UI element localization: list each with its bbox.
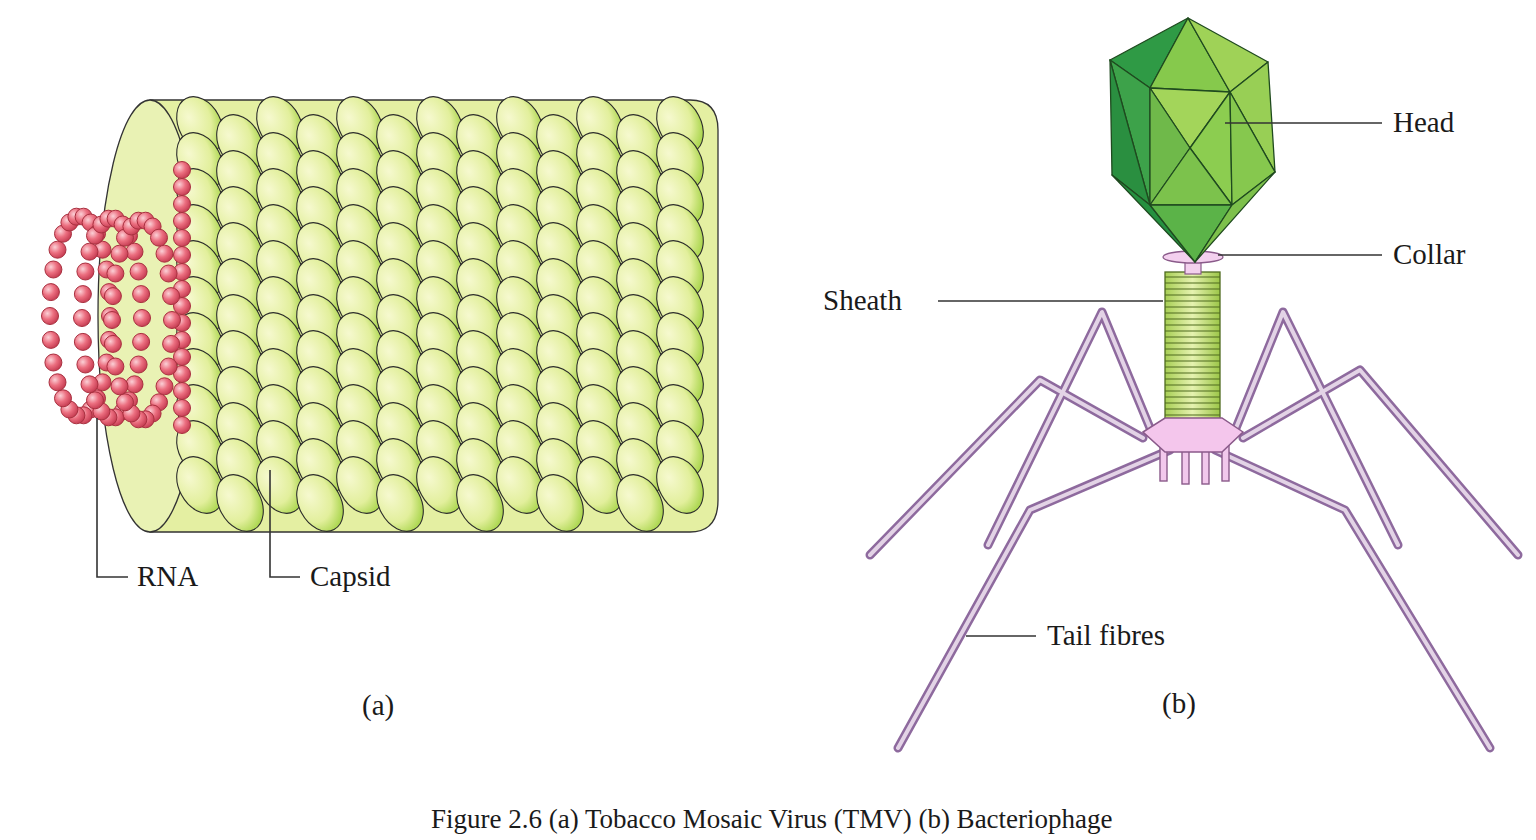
rna-bead bbox=[49, 241, 66, 258]
rna-bead bbox=[42, 284, 59, 301]
rna-bead bbox=[174, 196, 191, 213]
rna-bead bbox=[104, 335, 121, 352]
leader-line bbox=[1225, 122, 1382, 124]
capsomere bbox=[647, 449, 712, 522]
rna-bead bbox=[104, 312, 121, 329]
part-label: Capsid bbox=[310, 561, 391, 593]
rna-bead bbox=[49, 374, 66, 391]
rna-bead bbox=[174, 162, 191, 179]
rna-bead bbox=[87, 392, 104, 409]
leader-line bbox=[966, 635, 1036, 637]
sheath-ring bbox=[1165, 378, 1220, 379]
rna-bead bbox=[134, 310, 151, 327]
leader-line bbox=[1218, 254, 1382, 256]
sheath-ring bbox=[1165, 372, 1220, 373]
sheath-ring bbox=[1165, 330, 1220, 331]
rna-bead bbox=[104, 288, 121, 305]
sheath-ring bbox=[1165, 348, 1220, 349]
sheath-ring bbox=[1165, 402, 1220, 403]
base-plate bbox=[1143, 418, 1243, 484]
sheath-ring bbox=[1165, 396, 1220, 397]
panel-label: (a) bbox=[362, 690, 394, 722]
rna-bead bbox=[74, 333, 91, 350]
part-label: Collar bbox=[1393, 239, 1466, 271]
rna-bead bbox=[130, 356, 147, 373]
sheath-ring bbox=[1165, 306, 1220, 307]
rna-bead bbox=[174, 417, 191, 434]
leader-line bbox=[270, 470, 300, 577]
phage-head bbox=[1110, 18, 1275, 262]
rna-bead bbox=[164, 312, 181, 329]
sheath-ring bbox=[1165, 288, 1220, 289]
rna-bead bbox=[156, 245, 173, 262]
sheath-ring bbox=[1165, 276, 1220, 277]
sheath-ring bbox=[1165, 300, 1220, 301]
panel-label: (b) bbox=[1162, 688, 1196, 720]
sheath-ring bbox=[1165, 336, 1220, 337]
rna-bead bbox=[111, 245, 128, 262]
rna-bead bbox=[77, 356, 94, 373]
rna-bead bbox=[111, 378, 128, 395]
part-label: Tail fibres bbox=[1047, 620, 1165, 652]
rna-bead bbox=[81, 243, 98, 260]
sheath-ring bbox=[1165, 384, 1220, 385]
rna-bead bbox=[174, 179, 191, 196]
rna-bead bbox=[107, 358, 124, 375]
rna-bead bbox=[151, 229, 168, 246]
rna-bead bbox=[42, 331, 59, 348]
sheath-ring bbox=[1165, 390, 1220, 391]
part-label: RNA bbox=[137, 561, 198, 593]
tmv-body bbox=[98, 100, 718, 532]
sheath-ring bbox=[1165, 366, 1220, 367]
rna-strand bbox=[42, 162, 191, 434]
rna-bead bbox=[174, 230, 191, 247]
sheath-ring bbox=[1165, 324, 1220, 325]
rna-bead bbox=[130, 263, 147, 280]
rna-bead bbox=[133, 333, 150, 350]
rna-bead bbox=[174, 383, 191, 400]
sheath-ring bbox=[1165, 312, 1220, 313]
rna-bead bbox=[74, 286, 91, 303]
sheath-ring bbox=[1165, 360, 1220, 361]
rna-bead bbox=[117, 394, 134, 411]
rna-bead bbox=[81, 376, 98, 393]
figure-caption: Figure 2.6 (a) Tobacco Mosaic Virus (TMV… bbox=[431, 805, 1113, 835]
rna-bead bbox=[74, 310, 91, 327]
rna-bead bbox=[160, 358, 177, 375]
sheath-ring bbox=[1165, 342, 1220, 343]
sheath-ring bbox=[1165, 414, 1220, 415]
rna-bead bbox=[45, 261, 62, 278]
sheath-ring bbox=[1165, 294, 1220, 295]
rna-bead bbox=[174, 213, 191, 230]
rna-bead bbox=[55, 390, 72, 407]
rna-bead bbox=[174, 247, 191, 264]
part-label: Sheath bbox=[823, 285, 902, 317]
sheath-ring bbox=[1165, 282, 1220, 283]
leader-lines bbox=[938, 123, 1382, 636]
rna-bead bbox=[163, 335, 180, 352]
rna-bead bbox=[160, 265, 177, 282]
rna-bead bbox=[163, 288, 180, 305]
capsid-cylinder bbox=[150, 100, 718, 532]
rna-bead bbox=[45, 354, 62, 371]
rna-bead bbox=[126, 376, 143, 393]
capsomeres bbox=[167, 89, 712, 540]
leader-line bbox=[938, 300, 1163, 302]
rna-bead bbox=[133, 286, 150, 303]
leader-line bbox=[97, 418, 128, 577]
part-label: Head bbox=[1393, 107, 1454, 139]
sheath-ring bbox=[1165, 354, 1220, 355]
rna-bead bbox=[174, 400, 191, 417]
rna-bead bbox=[156, 378, 173, 395]
tail-sheath bbox=[1165, 272, 1220, 430]
sheath-ring bbox=[1165, 318, 1220, 319]
rna-bead bbox=[107, 265, 124, 282]
rna-bead bbox=[77, 263, 94, 280]
leader-lines bbox=[97, 418, 300, 577]
sheath-ring bbox=[1165, 408, 1220, 409]
rna-bead bbox=[42, 308, 59, 325]
